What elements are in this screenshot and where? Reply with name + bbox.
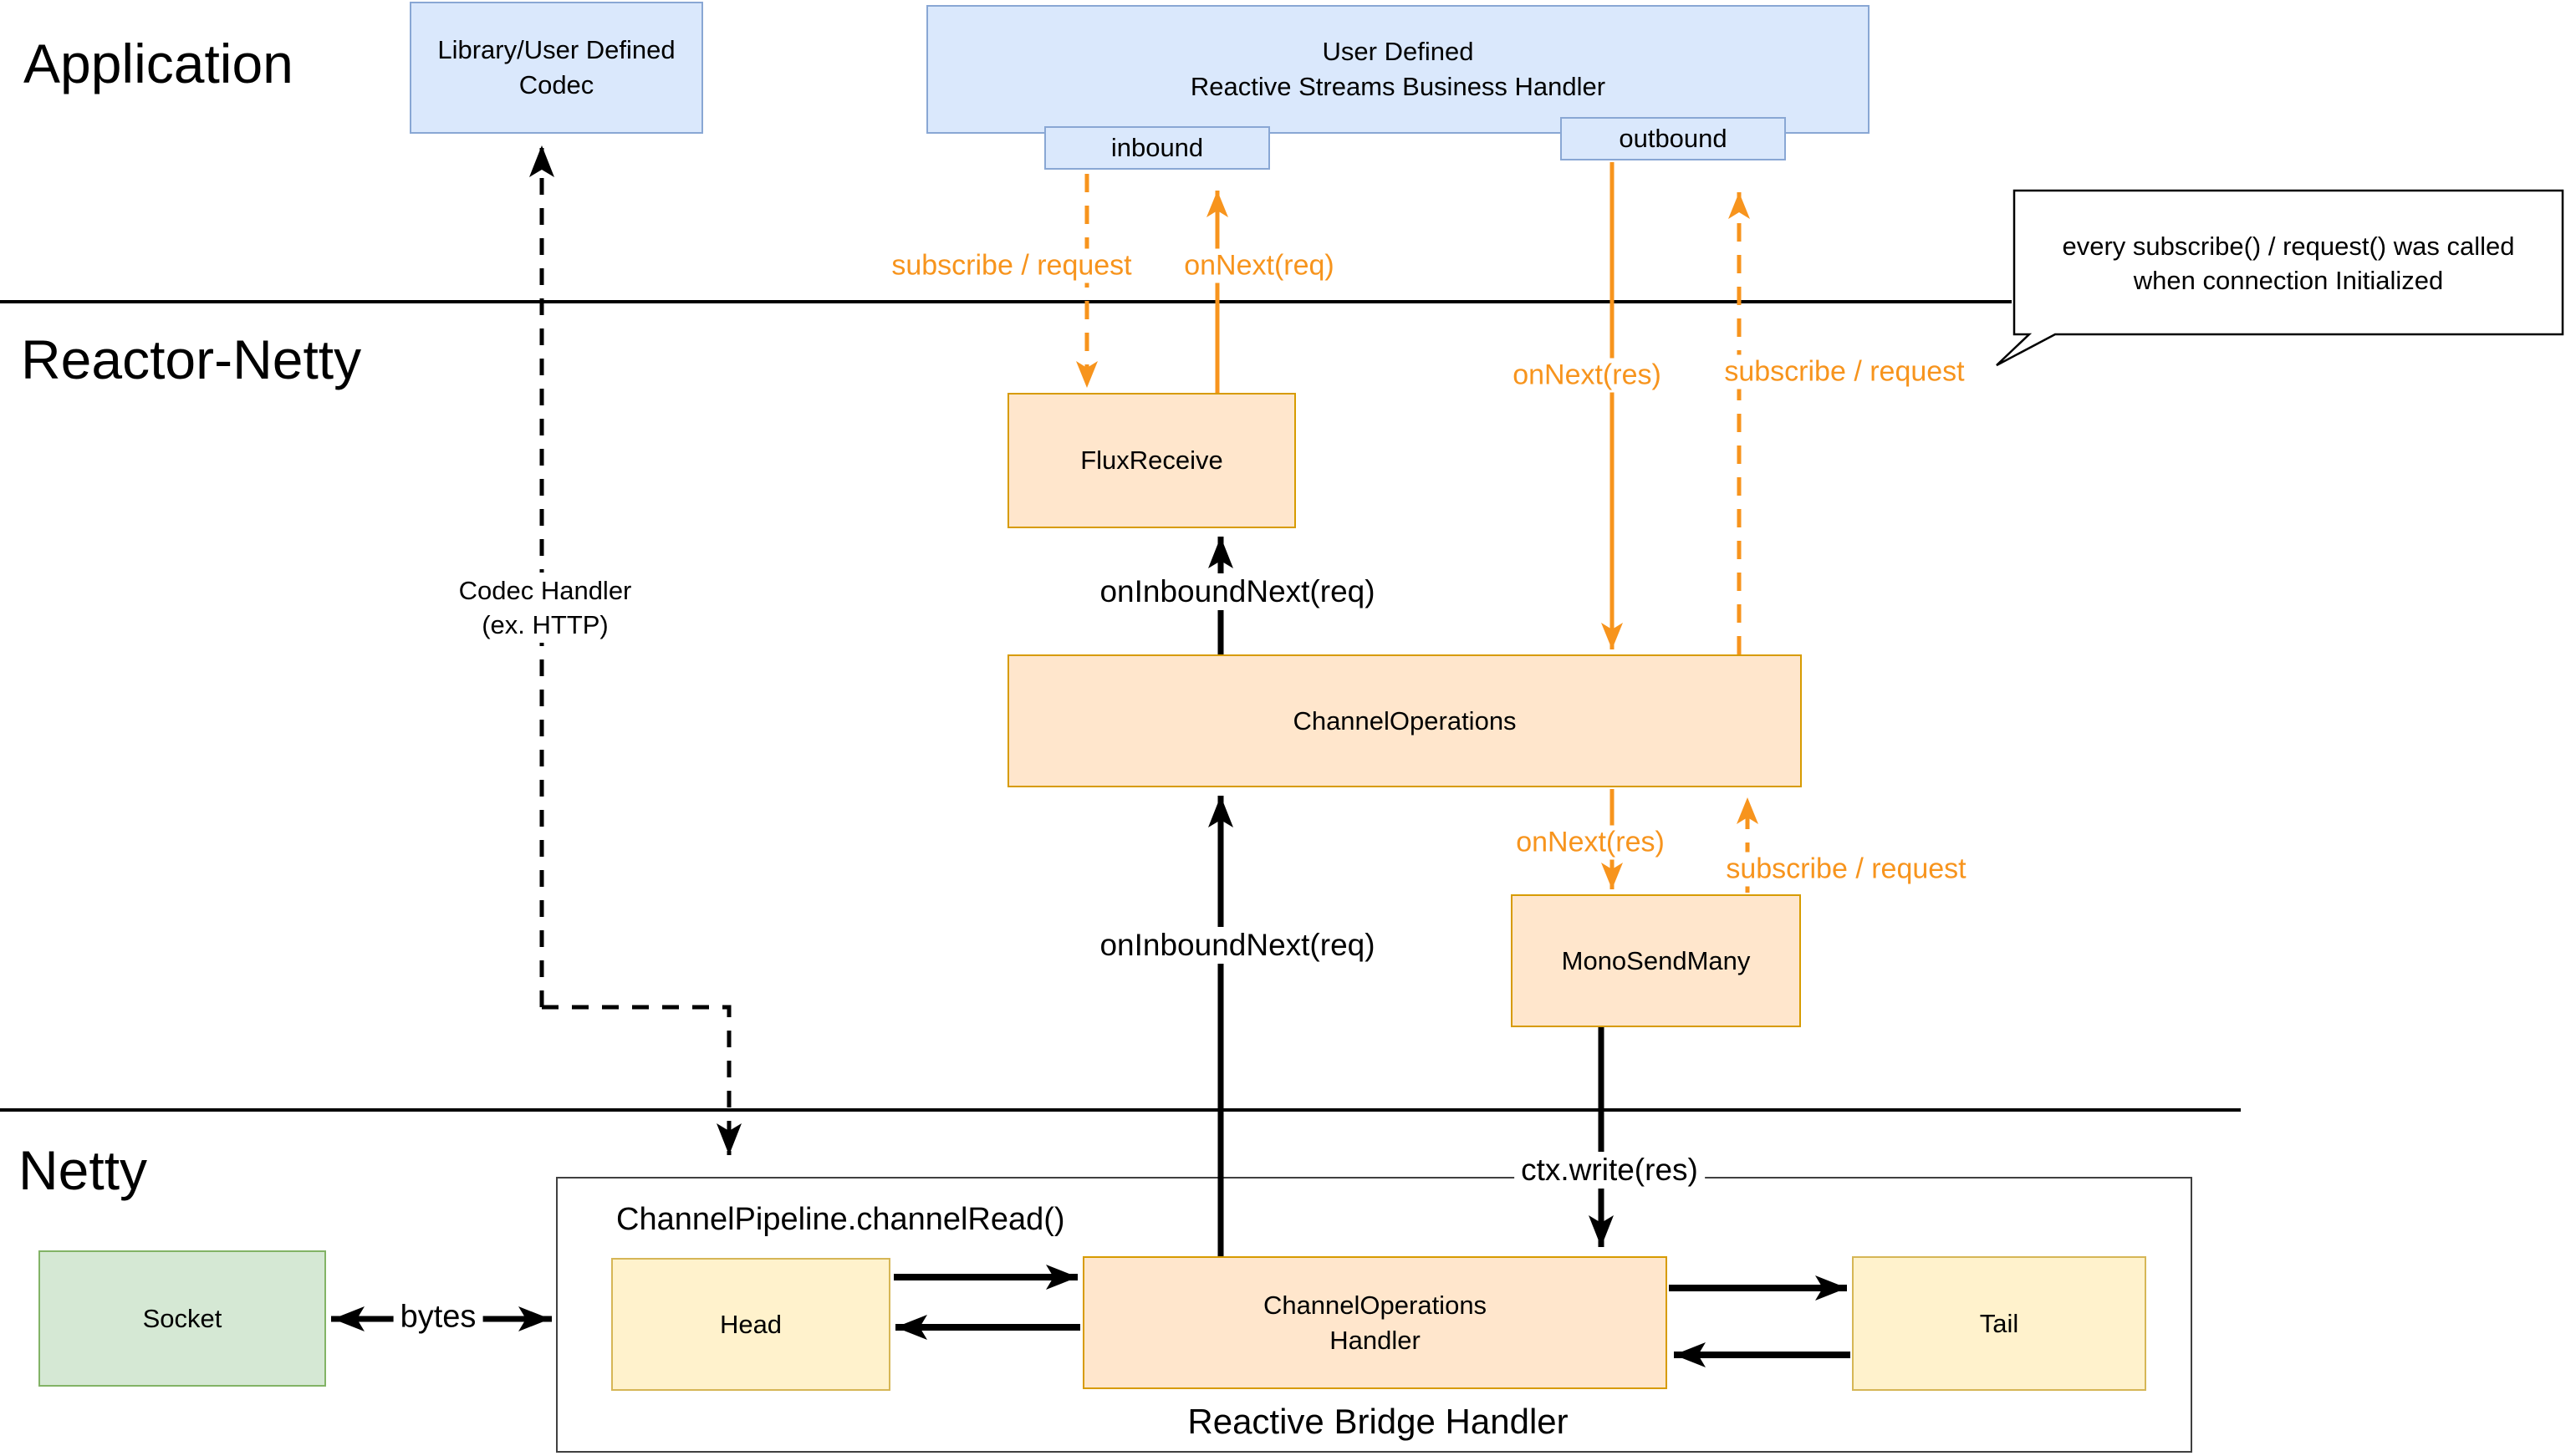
- business-handler-label-line1: User Defined: [1322, 37, 1474, 66]
- channel-operations-box: ChannelOperations: [1007, 654, 1802, 787]
- on-next-res-bottom-label: onNext(res): [1509, 825, 1671, 860]
- channel-pipeline-label: ChannelPipeline.channelRead(): [616, 1202, 1065, 1237]
- inbound-box: inbound: [1044, 126, 1270, 170]
- mono-send-many-box: MonoSendMany: [1511, 894, 1801, 1027]
- section-label-reactor-netty: Reactor-Netty: [21, 328, 362, 390]
- section-label-netty: Netty: [18, 1139, 148, 1201]
- flux-receive-label: FluxReceive: [1080, 445, 1223, 475]
- reactive-bridge-label: Reactive Bridge Handler: [1187, 1402, 1569, 1441]
- subscribe-request-outbound-top-label: subscribe / request: [1717, 354, 1972, 389]
- codec-handler-arrow-down: [542, 1005, 742, 1155]
- business-handler-box: User Defined Reactive Streams Business H…: [926, 5, 1870, 134]
- tail-box: Tail: [1852, 1256, 2146, 1391]
- on-inbound-next-lower-label: onInboundNext(req): [1093, 927, 1382, 964]
- tail-label: Tail: [1979, 1308, 2019, 1338]
- channel-operations-handler-label-line2: Handler: [1329, 1325, 1421, 1355]
- codec-handler-label: Codec Handler (ex. HTTP): [451, 573, 639, 643]
- on-next-req-label: onNext(req): [1177, 248, 1341, 283]
- subscribe-request-outbound-bottom-label: subscribe / request: [1719, 852, 1973, 887]
- callout-note-line2: when connection Initialized: [2133, 266, 2444, 295]
- channel-operations-handler-box: ChannelOperations Handler: [1083, 1256, 1667, 1389]
- callout-bubble: [1996, 189, 2564, 367]
- codec-handler-label-line2: (ex. HTTP): [482, 610, 609, 639]
- channel-operations-handler-label-line1: ChannelOperations: [1263, 1290, 1487, 1320]
- head-box: Head: [611, 1258, 890, 1391]
- mono-send-many-label: MonoSendMany: [1561, 945, 1751, 975]
- outbound-label: outbound: [1619, 124, 1727, 153]
- callout-note-line1: every subscribe() / request() was called: [2062, 232, 2515, 261]
- socket-box: Socket: [38, 1250, 326, 1387]
- codec-box-label-line2: Codec: [518, 70, 594, 99]
- outbound-box: outbound: [1560, 117, 1786, 160]
- codec-box-label-line1: Library/User Defined: [437, 35, 676, 64]
- on-next-res-top-label: onNext(res): [1506, 358, 1668, 393]
- codec-handler-label-line1: Codec Handler: [458, 576, 632, 605]
- on-inbound-next-upper-label: onInboundNext(req): [1093, 573, 1382, 610]
- socket-label: Socket: [142, 1303, 222, 1333]
- callout-note: every subscribe() / request() was called…: [2014, 197, 2563, 329]
- head-label: Head: [719, 1309, 783, 1339]
- subscribe-request-inbound-label: subscribe / request: [885, 248, 1139, 283]
- codec-box: Library/User Defined Codec: [410, 2, 703, 134]
- channel-operations-label: ChannelOperations: [1293, 705, 1517, 736]
- section-label-application: Application: [23, 33, 293, 94]
- flux-receive-box: FluxReceive: [1007, 393, 1296, 528]
- business-handler-label-line2: Reactive Streams Business Handler: [1190, 72, 1606, 101]
- inbound-label: inbound: [1110, 133, 1204, 162]
- bytes-label: bytes: [393, 1298, 483, 1336]
- ctx-write-label: ctx.write(res): [1514, 1152, 1705, 1189]
